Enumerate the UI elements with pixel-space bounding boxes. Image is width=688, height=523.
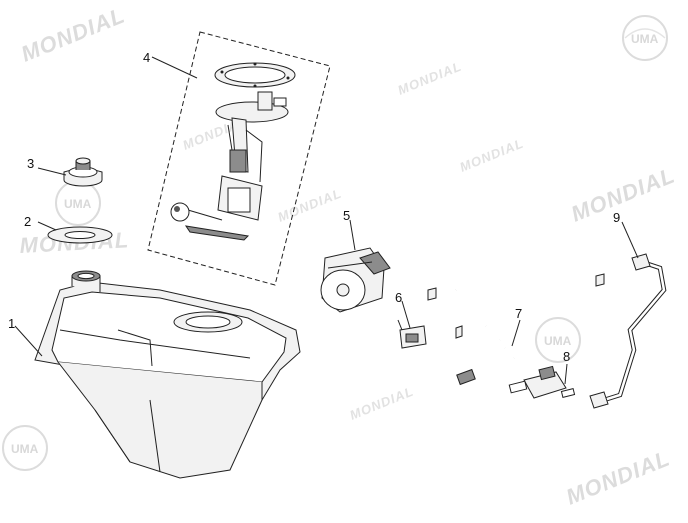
watermark-brand: MONDIAL bbox=[348, 384, 416, 423]
svg-text:UMA: UMA bbox=[631, 32, 659, 46]
callout-leader bbox=[151, 56, 198, 79]
watermark-brand: MONDIAL bbox=[563, 445, 674, 509]
watermark-brand: MONDIAL bbox=[18, 2, 129, 66]
callout-leader bbox=[349, 219, 356, 251]
callout-leader bbox=[37, 221, 57, 231]
dashed-group-outline bbox=[147, 31, 331, 286]
callout-3: 3 bbox=[27, 156, 34, 171]
fuel-tank: 1 bbox=[8, 270, 301, 479]
canister: 5 bbox=[320, 208, 391, 313]
uma-logo-watermark: UMA bbox=[622, 15, 668, 61]
callout-2: 2 bbox=[24, 214, 31, 229]
fuel-pump bbox=[170, 91, 289, 241]
callout-6: 6 bbox=[395, 290, 402, 305]
callout-9: 9 bbox=[613, 210, 620, 225]
uma-logo-watermark: UMA bbox=[535, 317, 581, 363]
uma-logo-watermark: UMA bbox=[55, 180, 101, 226]
watermark-brand: MONDIAL bbox=[568, 162, 679, 226]
callout-1: 1 bbox=[8, 316, 15, 331]
callout-5: 5 bbox=[343, 208, 350, 223]
callout-leader bbox=[401, 300, 411, 329]
callout-7: 7 bbox=[515, 306, 522, 321]
callout-4: 4 bbox=[143, 50, 150, 65]
callout-leader bbox=[621, 221, 639, 259]
svg-text:UMA: UMA bbox=[11, 442, 39, 456]
inline-fuel-filter: 8 bbox=[508, 349, 576, 399]
fuel-hoses: 7 bbox=[455, 285, 522, 386]
svg-text:UMA: UMA bbox=[544, 334, 572, 348]
callout-leader bbox=[564, 363, 568, 385]
fuel-line: 9 bbox=[589, 210, 667, 409]
pump-gasket bbox=[214, 62, 296, 88]
callout-leader bbox=[37, 167, 67, 176]
fuel-cap: 3 bbox=[27, 156, 103, 187]
watermark-brand: MONDIAL bbox=[458, 136, 526, 175]
uma-logo-watermark: UMA bbox=[2, 425, 48, 471]
hose-clamp: 6 bbox=[395, 273, 605, 349]
callout-leader bbox=[14, 325, 43, 357]
cap-gasket: 2 bbox=[24, 214, 113, 244]
watermark-brand: MONDIAL bbox=[396, 59, 464, 98]
callout-8: 8 bbox=[563, 349, 570, 364]
callout-leader bbox=[511, 319, 521, 347]
fuel-pump-assembly-group: 4 bbox=[143, 31, 331, 286]
watermark-brand: MONDIAL bbox=[276, 186, 344, 225]
svg-text:UMA: UMA bbox=[64, 197, 92, 211]
